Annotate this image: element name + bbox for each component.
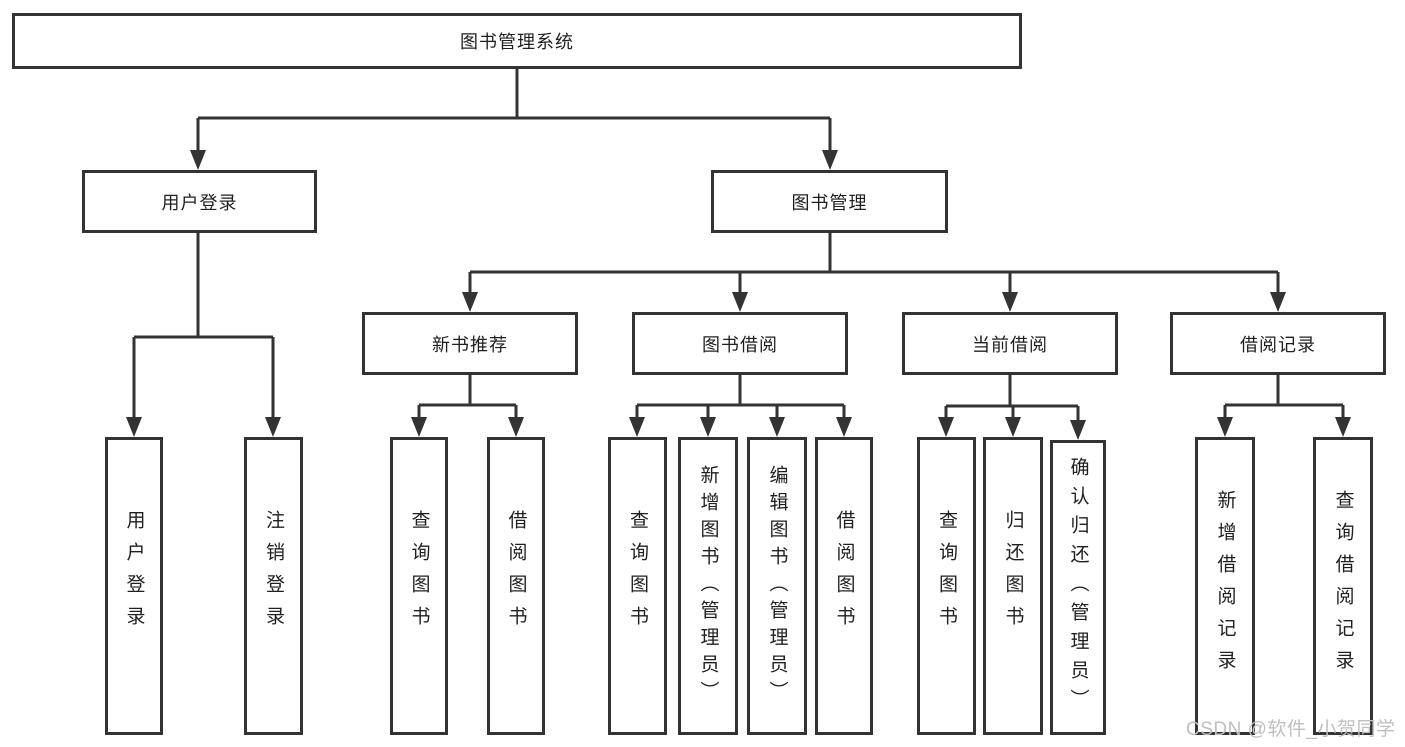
node-root: 图书管理系统 [12, 13, 1022, 69]
leaf-query-book-2: 查询图书 [608, 437, 667, 735]
leaf-query-book-1: 查询图书 [390, 437, 448, 735]
node-new-book-recommend-label: 新书推荐 [432, 334, 508, 355]
leaf-logout: 注销登录 [244, 437, 303, 735]
node-book-borrow-label: 图书借阅 [702, 334, 778, 355]
leaf-user-login: 用户登录 [105, 437, 163, 735]
leaf-user-login-label: 用户登录 [123, 510, 145, 638]
leaf-return-book-label: 归还图书 [1002, 510, 1024, 638]
node-current-borrow-label: 当前借阅 [972, 334, 1048, 355]
watermark: CSDN @软件_小贺同学 [1186, 719, 1396, 740]
node-new-book-recommend: 新书推荐 [362, 312, 578, 375]
leaf-query-book-1-label: 查询图书 [408, 510, 430, 638]
leaf-query-book-3: 查询图书 [917, 437, 976, 735]
node-book-management-label: 图书管理 [791, 192, 868, 213]
leaf-logout-label: 注销登录 [263, 510, 284, 638]
leaf-edit-book-admin-label: 编辑图书（管理员） [766, 464, 788, 708]
leaf-edit-book-admin: 编辑图书（管理员） [747, 437, 807, 735]
leaf-query-borrow-record-label: 查询借阅记录 [1332, 490, 1354, 682]
leaf-add-borrow-record: 新增借阅记录 [1195, 437, 1255, 735]
leaf-query-book-2-label: 查询图书 [627, 510, 648, 638]
leaf-borrow-book-2-label: 借阅图书 [833, 510, 855, 638]
leaf-borrow-book-2: 借阅图书 [815, 437, 873, 735]
leaf-borrow-book-1: 借阅图书 [487, 437, 545, 735]
leaf-add-borrow-record-label: 新增借阅记录 [1214, 490, 1236, 682]
leaf-confirm-return-admin: 确认归还（管理员） [1050, 440, 1106, 735]
node-user-login-label: 用户登录 [161, 192, 238, 213]
leaf-return-book: 归还图书 [983, 437, 1043, 735]
leaf-query-book-3-label: 查询图书 [936, 510, 957, 638]
leaf-confirm-return-admin-label: 确认归还（管理员） [1067, 457, 1089, 718]
node-root-label: 图书管理系统 [460, 32, 574, 52]
leaf-add-book-admin-label: 新增图书（管理员） [697, 464, 719, 708]
node-borrow-record-label: 借阅记录 [1240, 334, 1316, 355]
node-book-borrow: 图书借阅 [632, 312, 848, 375]
leaf-query-borrow-record: 查询借阅记录 [1313, 437, 1373, 735]
node-book-management: 图书管理 [711, 170, 948, 233]
leaf-borrow-book-1-label: 借阅图书 [505, 510, 527, 638]
node-user-login: 用户登录 [82, 170, 317, 233]
arrowheads [126, 150, 1351, 440]
leaf-add-book-admin: 新增图书（管理员） [678, 437, 738, 735]
node-borrow-record: 借阅记录 [1170, 312, 1386, 375]
node-current-borrow: 当前借阅 [902, 312, 1118, 375]
